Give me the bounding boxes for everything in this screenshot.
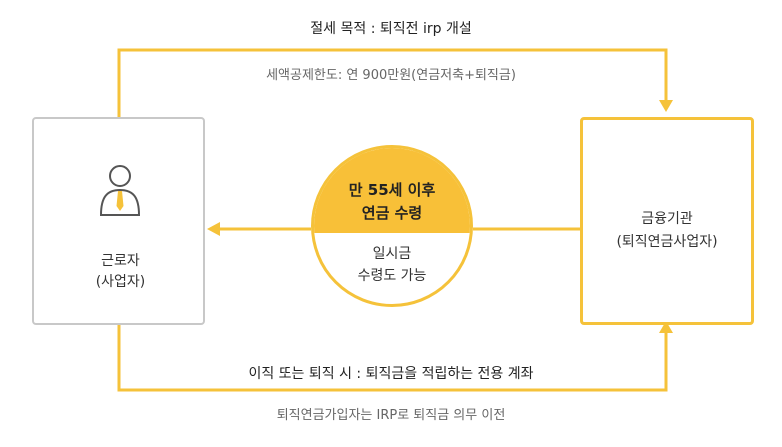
- account-description: 이직 또는 퇴직 시 : 퇴직금을 적립하는 전용 계좌: [248, 366, 534, 382]
- top-flow-line: [117, 48, 668, 117]
- financial-title: 금융기관: [641, 211, 693, 227]
- footnote: 퇴직연금가입자는 IRP로 퇴직금 의무 이전: [276, 408, 506, 423]
- flow-title-top: 절세 목적 : 퇴직전 irp 개설: [310, 21, 472, 37]
- bottom-arrowhead: [659, 321, 673, 333]
- worker-box: 근로자 (사업자): [32, 117, 205, 325]
- top-arrowhead: [659, 100, 673, 112]
- pension-circle-top: [314, 148, 470, 233]
- pension-circle: 만 55세 이후 연금 수령 일시금 수령도 가능: [311, 145, 473, 307]
- person-icon: [99, 165, 141, 216]
- bottom-flow-line: [117, 325, 668, 392]
- worker-title: 근로자: [101, 253, 140, 269]
- financial-subtitle: (퇴직연금사업자): [616, 234, 718, 250]
- lump-sum-label: 일시금: [372, 246, 412, 262]
- worker-subtitle: (사업자): [95, 274, 146, 290]
- pension-age-label: 만 55세 이후: [348, 181, 436, 199]
- lump-sum-possible-label: 수령도 가능: [357, 268, 427, 284]
- left-arrowhead: [207, 222, 220, 236]
- financial-institution-box: 금융기관 (퇴직연금사업자): [580, 117, 754, 325]
- deduction-limit-label: 세액공제한도: 연 900만원(연금저축+퇴직금): [266, 68, 516, 83]
- pension-receive-label: 연금 수령: [361, 204, 423, 222]
